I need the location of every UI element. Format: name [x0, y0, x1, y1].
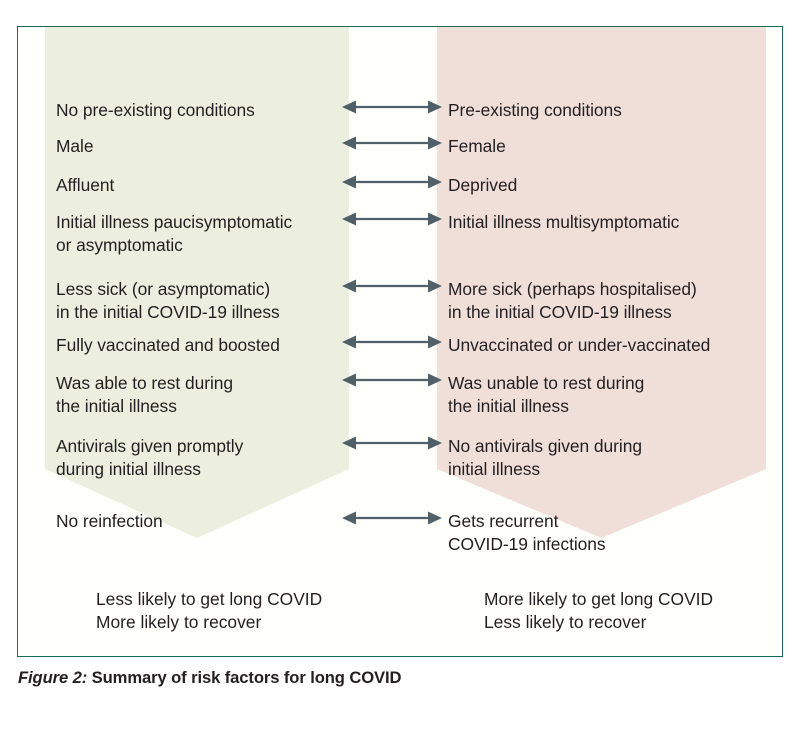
double-headed-arrow-icon — [340, 334, 444, 350]
figure-caption: Figure 2: Summary of risk factors for lo… — [18, 668, 401, 688]
double-headed-arrow-icon — [340, 99, 444, 115]
left-summary-text: Less likely to get long COVID More likel… — [96, 589, 323, 633]
double-headed-arrow-icon — [340, 278, 444, 294]
figure-caption-text: Summary of risk factors for long COVID — [87, 668, 402, 687]
double-headed-arrow-icon — [340, 211, 444, 227]
double-headed-arrow-icon — [340, 372, 444, 388]
risk-factors-panel — [437, 27, 766, 538]
double-headed-arrow-icon — [340, 174, 444, 190]
protective-factors-panel — [45, 27, 349, 538]
double-headed-arrow-icon — [340, 510, 444, 526]
double-headed-arrow-icon — [340, 435, 444, 451]
right-summary-text: More likely to get long COVID Less likel… — [484, 589, 714, 633]
figure-caption-label: Figure 2: — [18, 668, 88, 687]
double-headed-arrow-icon — [340, 135, 444, 151]
